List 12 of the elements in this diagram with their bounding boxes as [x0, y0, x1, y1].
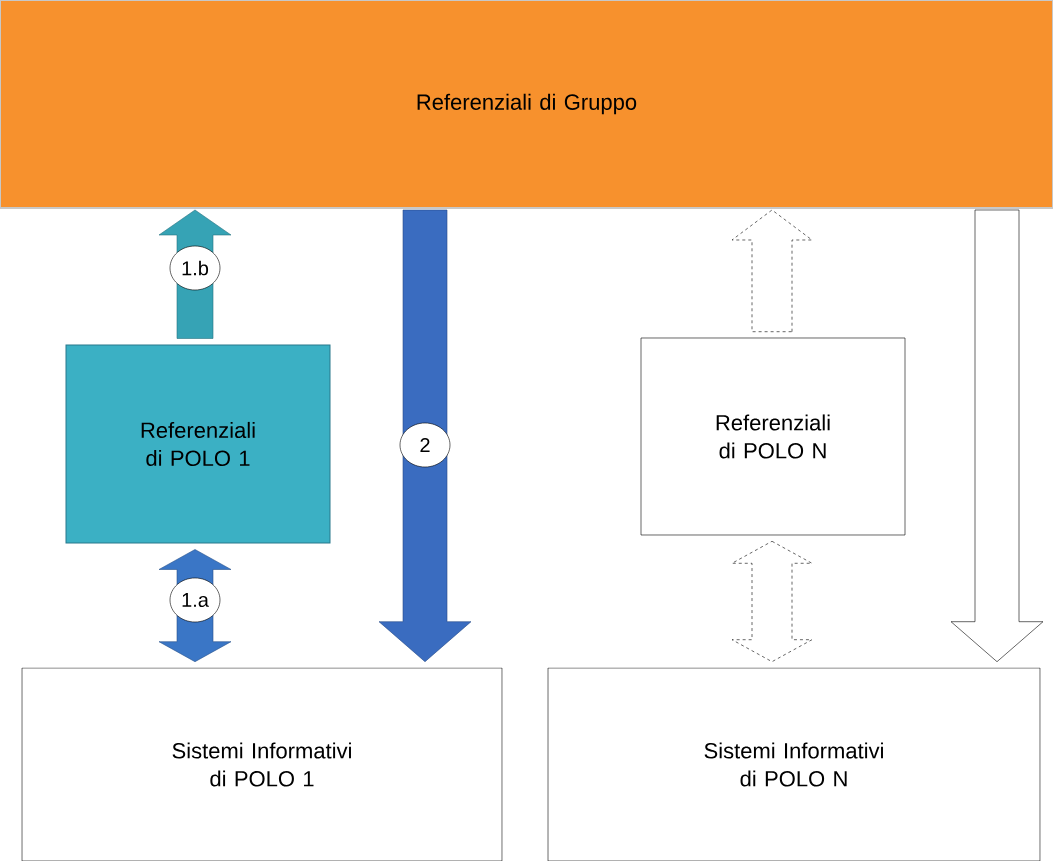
- block-arrow: [378, 209, 472, 662]
- block-arrow: [731, 541, 813, 662]
- block-arrow: [950, 209, 1044, 662]
- edge-label: 2: [399, 422, 451, 468]
- process-box: Sistemi Informativi di POLO N: [547, 667, 1041, 861]
- edge-label: 1.a: [169, 577, 221, 623]
- block-arrow: [731, 209, 813, 332]
- process-box: Sistemi Informativi di POLO 1: [21, 667, 503, 861]
- edge-label: 1.b: [169, 245, 221, 291]
- process-box: Referenziali di POLO 1: [65, 344, 331, 544]
- process-box: Referenziali di POLO N: [640, 337, 906, 536]
- header-band: Referenziali di Gruppo: [0, 0, 1053, 209]
